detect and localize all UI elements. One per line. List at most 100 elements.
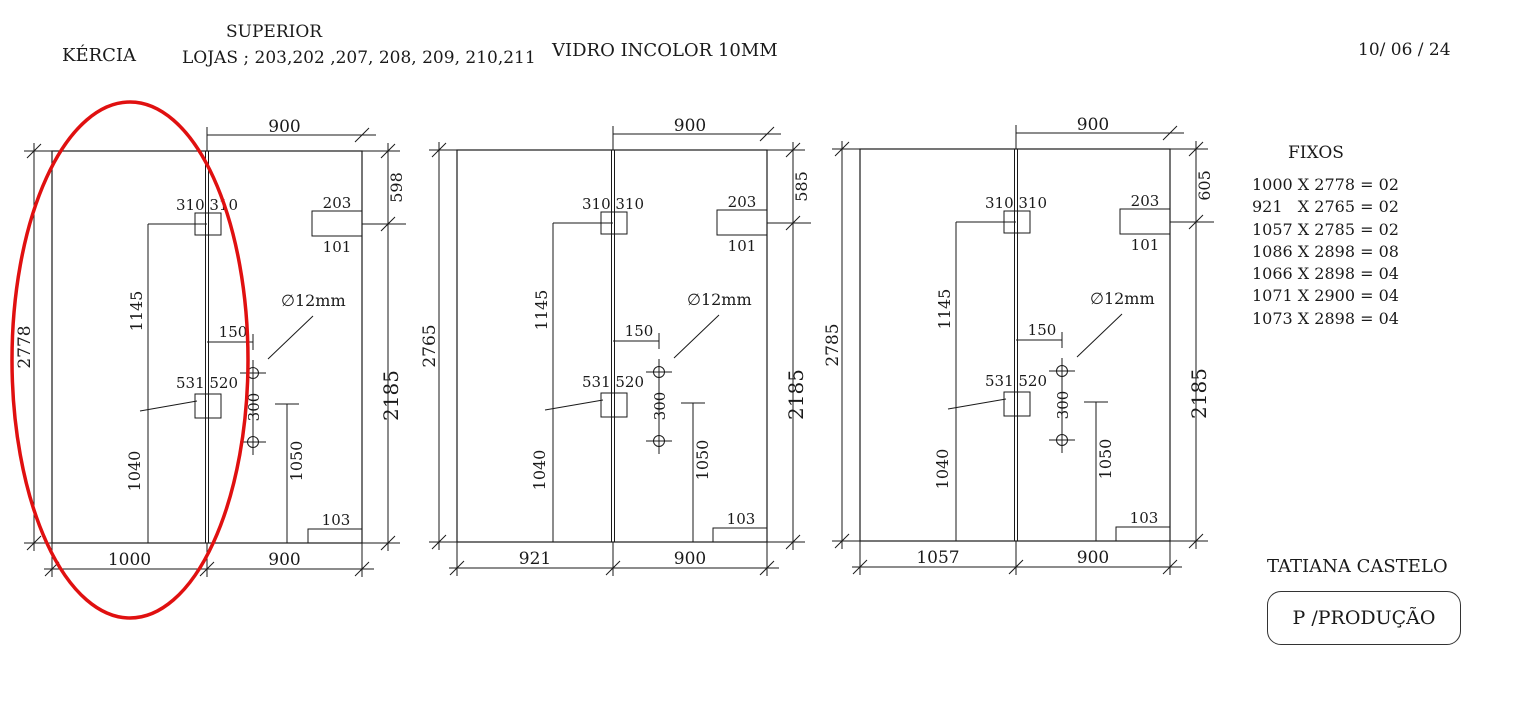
left-width-label: 1057 xyxy=(916,548,959,568)
fixos-item: 1066 X 2898 = 04 xyxy=(1252,264,1399,284)
top-width-label: 900 xyxy=(1077,115,1109,135)
right-height-dimension: 2185 xyxy=(784,369,808,420)
material-label: VIDRO INCOLOR 10MM xyxy=(552,40,778,61)
lock-plate-top-label: 203 xyxy=(728,193,757,211)
dimension-tick xyxy=(431,142,447,158)
top-width-label: 900 xyxy=(268,117,300,137)
floor-lock-outline xyxy=(307,528,362,543)
right-width-label: 900 xyxy=(268,550,300,570)
offset-label: 150 xyxy=(1028,321,1057,339)
dimension-tick xyxy=(785,534,801,550)
fixos-title: FIXOS xyxy=(1288,143,1344,163)
hole-spacing-label: 300 xyxy=(245,393,263,422)
lock-box-label: 531 520 xyxy=(176,374,238,392)
dimension-tick xyxy=(1188,141,1204,157)
top-patch-label: 310 310 xyxy=(582,195,644,213)
fixos-item: 921 X 2765 = 02 xyxy=(1252,197,1399,217)
dimension-tick xyxy=(785,215,801,231)
dimension-tick xyxy=(759,560,775,576)
dimension-tick xyxy=(26,535,42,551)
top-right-dimension: 598 xyxy=(387,172,406,203)
upper-vertical-label: 1145 xyxy=(935,289,954,330)
lock-box-label: 531 520 xyxy=(985,372,1047,390)
dimension-tick xyxy=(431,534,447,550)
dimension-tick xyxy=(380,143,396,159)
fixos-item: 1057 X 2785 = 02 xyxy=(1252,219,1399,239)
lock-box xyxy=(194,393,222,419)
right-height-dimension: 2185 xyxy=(1187,368,1211,419)
client-name: KÉRCIA xyxy=(62,45,137,66)
floor-lock-outline xyxy=(1115,526,1170,541)
floor-lock-outline xyxy=(712,527,767,542)
dimension-tick xyxy=(785,142,801,158)
dimension-tick xyxy=(834,533,850,549)
hole-spacing-label: 300 xyxy=(1054,391,1072,420)
top-right-dimension: 585 xyxy=(792,171,811,202)
dimension-tick xyxy=(1162,125,1178,141)
fixos-item: 1071 X 2900 = 04 xyxy=(1252,286,1399,306)
right-height-dimension: 2185 xyxy=(379,370,403,421)
upper-vertical-label: 1145 xyxy=(127,291,146,332)
top-patch-label: 310 310 xyxy=(985,194,1047,212)
highlight-circle xyxy=(10,100,250,620)
right-vertical-label: 1050 xyxy=(693,440,712,481)
lock-box-label: 531 520 xyxy=(582,373,644,391)
hole-diameter-label: ∅12mm xyxy=(281,291,346,310)
diagonal-leader xyxy=(139,400,198,412)
hole-leader xyxy=(267,315,314,360)
dimension-tick xyxy=(1188,533,1204,549)
panel-height-label: 2765 xyxy=(420,324,440,367)
diagonal-leader xyxy=(544,399,604,411)
panel-height-label: 2785 xyxy=(823,323,843,366)
lock-box xyxy=(600,392,628,418)
hole-diameter-label: ∅12mm xyxy=(1090,289,1155,308)
dimension-tick xyxy=(199,561,215,577)
dimension-tick xyxy=(26,143,42,159)
level-label: SUPERIOR xyxy=(226,22,323,42)
fixos-list: 1000 X 2778 = 02 921 X 2765 = 02 1057 X … xyxy=(1252,174,1399,330)
stores-label: LOJAS ; 203,202 ,207, 208, 209, 210,211 xyxy=(182,48,536,68)
right-width-label: 900 xyxy=(1077,548,1109,568)
dimension-tick xyxy=(759,126,775,142)
hole-leader xyxy=(673,314,720,359)
dimension-tick xyxy=(1188,214,1204,230)
right-vertical-label: 1050 xyxy=(287,441,306,482)
top-patch-box xyxy=(1003,210,1031,234)
fixos-item: 1000 X 2778 = 02 xyxy=(1252,175,1399,194)
dimension-tick xyxy=(1008,559,1024,575)
dimension-tick xyxy=(380,535,396,551)
lock-plate-bottom-label: 101 xyxy=(728,237,757,255)
dimension-tick xyxy=(852,559,868,575)
production-stamp-label: P /PRODUÇÃO xyxy=(1292,607,1436,629)
top-patch-label: 310 310 xyxy=(176,196,238,214)
dimension-tick xyxy=(380,216,396,232)
lock-plate xyxy=(716,209,768,236)
hole-diameter-label: ∅12mm xyxy=(687,290,752,309)
lock-plate-top-label: 203 xyxy=(1131,192,1160,210)
lock-plate xyxy=(1119,208,1171,235)
upper-vertical-label: 1145 xyxy=(532,290,551,331)
right-vertical-label: 1050 xyxy=(1096,439,1115,480)
hole-spacing-label: 300 xyxy=(651,392,669,421)
dimension-tick xyxy=(354,127,370,143)
top-patch-box xyxy=(194,212,222,236)
hole-leader xyxy=(1076,313,1123,358)
offset-label: 150 xyxy=(625,322,654,340)
dimension-tick xyxy=(605,560,621,576)
floor-lock-label: 103 xyxy=(322,511,351,529)
fixos-item: 1086 X 2898 = 08 xyxy=(1252,241,1399,261)
lower-vertical-label: 1040 xyxy=(125,451,144,492)
floor-lock-label: 103 xyxy=(727,510,756,528)
date-label: 10/ 06 / 24 xyxy=(1358,40,1451,60)
dimension-tick xyxy=(354,561,370,577)
production-stamp: P /PRODUÇÃO xyxy=(1267,591,1461,645)
offset-label: 150 xyxy=(219,323,248,341)
panel-height-label: 2778 xyxy=(15,325,35,368)
signature-name: TATIANA CASTELO xyxy=(1267,556,1448,577)
top-patch-box xyxy=(600,211,628,235)
lock-box xyxy=(1003,391,1031,417)
